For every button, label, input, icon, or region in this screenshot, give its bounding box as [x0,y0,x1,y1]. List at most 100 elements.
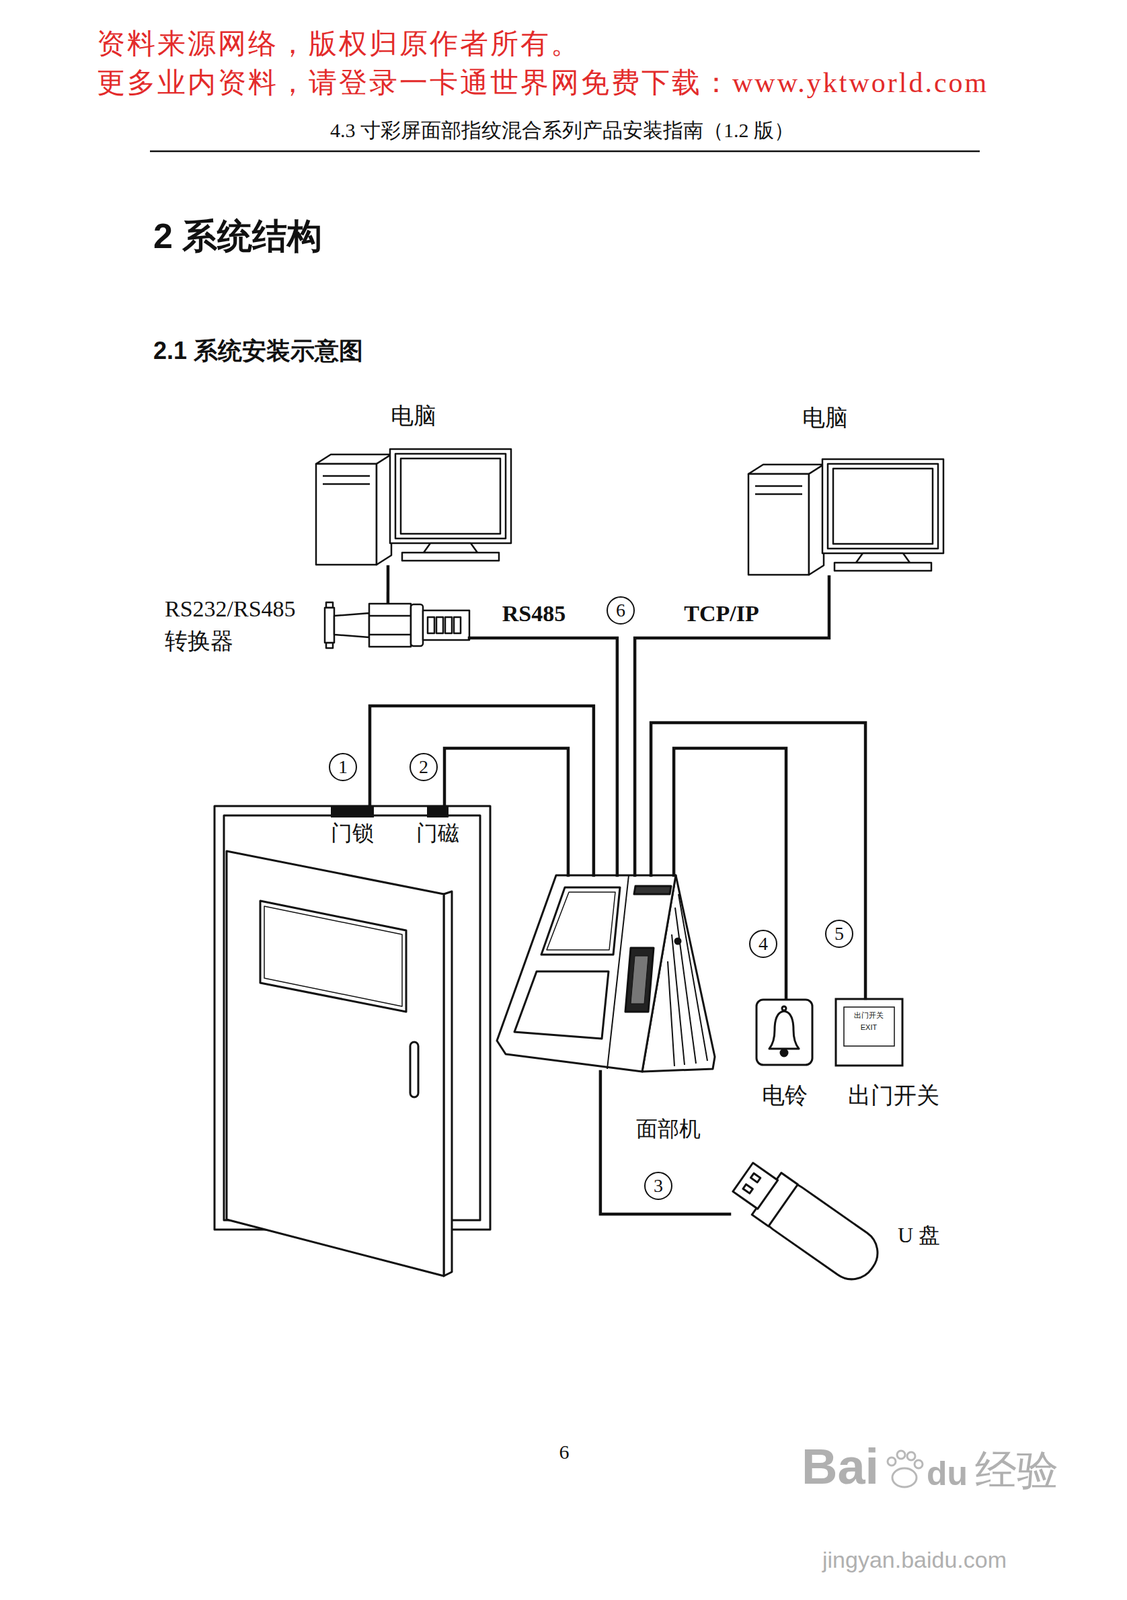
computer-illustration [316,449,512,565]
label-anchor: 3 [644,1172,673,1201]
usb-drive-illustration-part [732,1163,779,1210]
source-note: 更多业内资料，请登录一卡通世界网免费下载：www.yktworld.com [96,65,989,100]
computer-illustration-part [822,459,944,554]
converter-illustration-part [369,634,411,637]
computer-illustration-part [834,562,932,571]
label-anchor: 出门开关 [853,1011,884,1021]
usb-drive-illustration-part [743,1184,753,1194]
callout-number: 2 [409,753,438,782]
computer-illustration-part [322,483,370,486]
face-terminal-illustration-part [675,938,681,945]
face-terminal: 面部机 [496,875,715,1072]
section-heading: 2.1 系统安装示意图 [153,336,364,366]
converter-illustration-part [369,603,411,647]
computer-illustration-part [402,552,499,561]
door-sensor: 门磁 [426,806,449,818]
node-label: 出门开关 [847,1082,940,1111]
label-anchor: 电脑 [802,404,848,433]
usb-drive-illustration-part [750,1173,760,1183]
watermark: 经验 [975,1445,1059,1496]
label-anchor: jingyan.baidu.com [822,1546,1007,1575]
bell-illustration-part [782,1006,787,1011]
signal-label: RS485 [498,600,570,629]
computer-illustration-part [400,458,501,534]
converter-illustration-part [453,617,461,634]
computer-illustration-part [748,474,809,575]
door-illustration-part [264,906,403,1007]
computer: 电脑 [748,459,940,577]
converter-illustration-part [334,613,370,638]
label-anchor: Bai [801,1437,879,1498]
watermark-paw-part [892,1468,917,1488]
bell-illustration [756,999,813,1066]
label-anchor: RS485 [498,600,570,629]
door-illustration [214,806,491,1277]
usb-drive: U 盘 [729,1163,878,1281]
computer-illustration-part [322,475,370,478]
wire [369,706,594,876]
converter-illustration-part [324,607,335,643]
face-terminal-illustration-part [625,948,654,1013]
label-anchor: 4.3 寸彩屏面部指纹混合系列产品安装指南（1.2 版） [330,118,795,143]
node-label: RS232/RS485 转换器 [164,593,317,657]
door-illustration-part [410,1042,419,1098]
label-anchor: du [926,1453,968,1495]
watermark-paw-part [914,1460,923,1469]
source-note: 资料来源网络，版权归原作者所有。 [96,26,581,61]
callout-number: 3 [644,1172,673,1201]
computer-illustration-part [856,553,910,563]
face-terminal-illustration-part [496,875,676,1072]
watermark: Bai [801,1437,879,1498]
watermark-paw-part [887,1457,896,1466]
computer-illustration-part [376,454,392,565]
callout-number: 5 [825,919,854,949]
label-anchor: 资料来源网络，版权归原作者所有。 [96,26,581,61]
face-terminal-illustration [496,875,715,1072]
callout-number: 1 [328,753,358,782]
callout-number: 6 [606,596,635,625]
converter-illustration-part [427,617,435,634]
label-anchor: EXIT [860,1023,877,1033]
node-label: 面部机 [636,1116,701,1142]
label-anchor: 5 [825,919,854,949]
wire [600,1071,730,1215]
wire [386,566,391,603]
computer-illustration-part [827,463,939,549]
node-label: 电铃 [761,1082,808,1111]
signal-label: TCP/IP [679,600,763,629]
watermark: du [926,1453,968,1495]
watermark-paw [887,1451,923,1488]
label-anchor: 门锁 [330,820,374,846]
page-number: 6 [559,1440,570,1465]
callout-number: 4 [749,929,778,959]
door-lock: 门锁 [330,806,374,818]
label-anchor: 更多业内资料，请登录一卡通世界网免费下载：www.yktworld.com [96,65,989,100]
door-illustration-part [260,901,407,1013]
computer-illustration-part [423,543,478,553]
exit-button-illustration-part [843,1007,895,1047]
node-label: 门磁 [416,820,460,846]
label-anchor: 经验 [975,1445,1059,1496]
label-anchor: 1 [328,753,358,782]
computer-illustration-part [390,449,512,544]
converter-illustration-part [422,610,470,641]
face-terminal-illustration-part [514,971,609,1039]
watermark: jingyan.baidu.com [822,1546,1007,1575]
converter-illustration-part [410,604,423,647]
computer-illustration-part [395,453,506,539]
face-terminal-illustration-part [541,887,620,955]
computer-illustration-part [755,493,803,496]
section-title: 2 系统结构 [153,215,323,257]
label-anchor: TCP/IP [679,600,763,629]
face-terminal-illustration-part [634,886,672,895]
label-anchor: 面部机 [636,1116,701,1142]
face-terminal-illustration-part [630,956,649,1004]
face-terminal-illustration-part [675,907,696,1064]
wire [650,722,866,999]
button-caption: EXIT [860,1023,877,1033]
node-label: 电脑 [390,402,437,431]
watermark-paw-part [907,1452,916,1461]
label-anchor: 4 [749,929,778,959]
